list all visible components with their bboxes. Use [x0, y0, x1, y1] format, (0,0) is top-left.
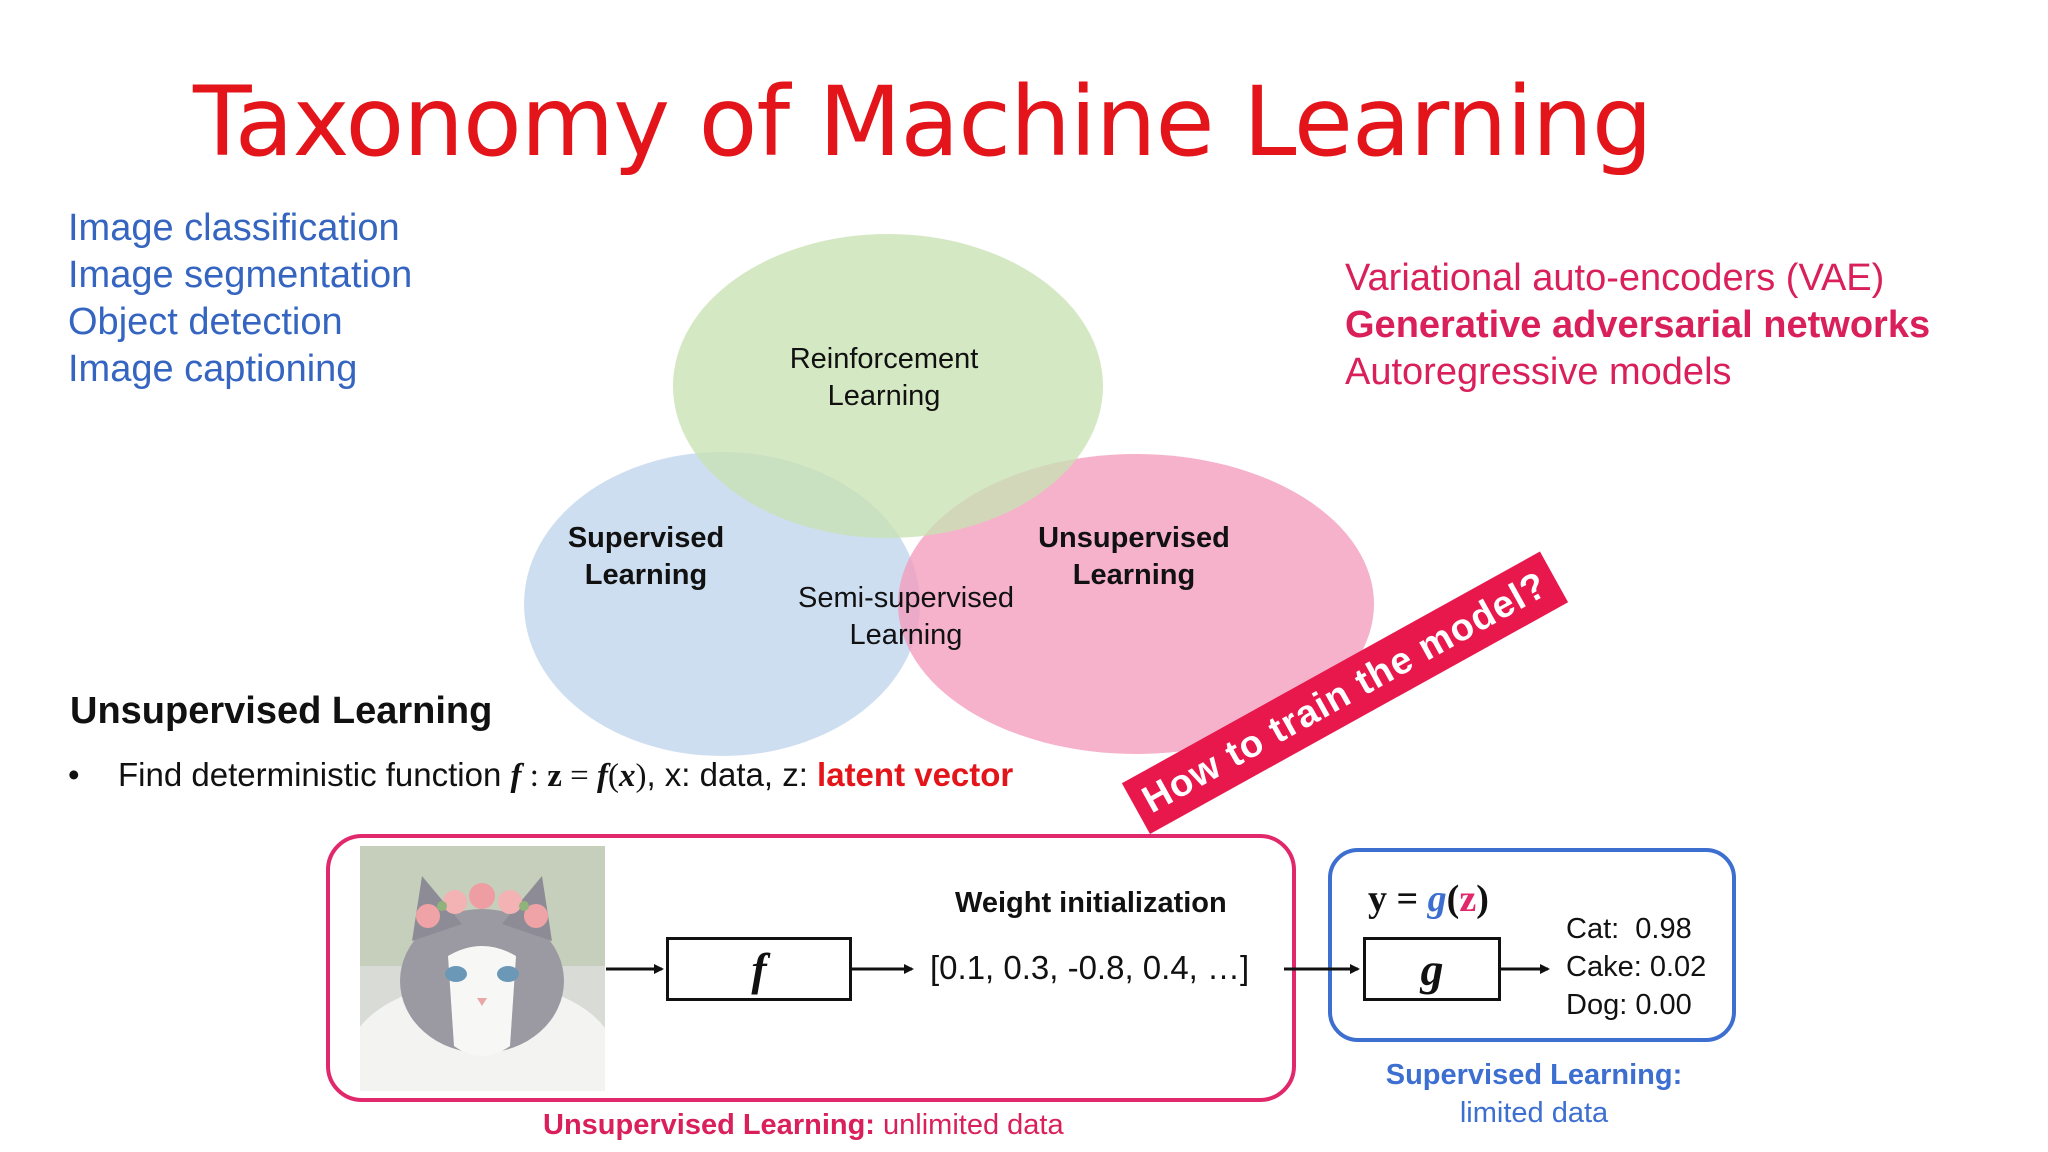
list-item: Image classification — [68, 207, 400, 249]
venn-label-reinforcement: Reinforcement Learning — [789, 343, 979, 412]
math-expression: f : z = f(x) — [510, 758, 647, 794]
vision-task-list: Image classification Image segmentation … — [68, 205, 412, 393]
list-item: Object detection — [68, 301, 343, 343]
generative-model-list: Variational auto-encoders (VAE) Generati… — [1345, 255, 1930, 396]
bullet-icon: • — [68, 756, 80, 793]
reinforcement-circle — [673, 234, 1103, 538]
unsupervised-circle — [898, 454, 1374, 754]
section-heading: Unsupervised Learning — [70, 690, 493, 732]
output-equation: y = g(z) — [1368, 878, 1489, 920]
venn-label-semi-supervised: Semi-supervised Learning — [798, 582, 1014, 651]
list-item: Autoregressive models — [1345, 351, 1732, 393]
prediction-item: Cake: 0.02 — [1566, 951, 1707, 983]
list-item: Variational auto-encoders (VAE) — [1345, 257, 1885, 299]
bullet-point: •Find deterministic function f : z = f(x… — [68, 756, 1014, 794]
list-item: Image segmentation — [68, 254, 413, 296]
cat-photo — [360, 846, 605, 1091]
prediction-item: Dog: 0.00 — [1566, 989, 1692, 1021]
list-item-highlight: Generative adversarial networks — [1345, 304, 1931, 346]
supervised-caption: Supervised Learning: limited data — [1385, 1059, 1683, 1129]
latent-vector-highlight: latent vector — [817, 756, 1014, 793]
weight-initialization-label: Weight initialization — [955, 887, 1227, 919]
supervised-region-box — [1328, 848, 1736, 1042]
slide-title: Taxonomy of Machine Learning — [193, 66, 1653, 178]
list-item: Image captioning — [68, 348, 358, 390]
venn-label-supervised: Supervised Learning — [567, 522, 725, 591]
classifier-function-box: g — [1363, 937, 1501, 1001]
venn-label-unsupervised: Unsupervised Learning — [1038, 522, 1230, 591]
prediction-list: Cat: 0.98 Cake: 0.02 Dog: 0.00 — [1566, 910, 1706, 1024]
encoder-function-box: f — [666, 937, 852, 1001]
latent-vector-values: [0.1, 0.3, -0.8, 0.4, …] — [930, 949, 1250, 986]
prediction-item: Cat: 0.98 — [1566, 913, 1692, 945]
unsupervised-caption: Unsupervised Learning: unlimited data — [543, 1109, 1064, 1141]
